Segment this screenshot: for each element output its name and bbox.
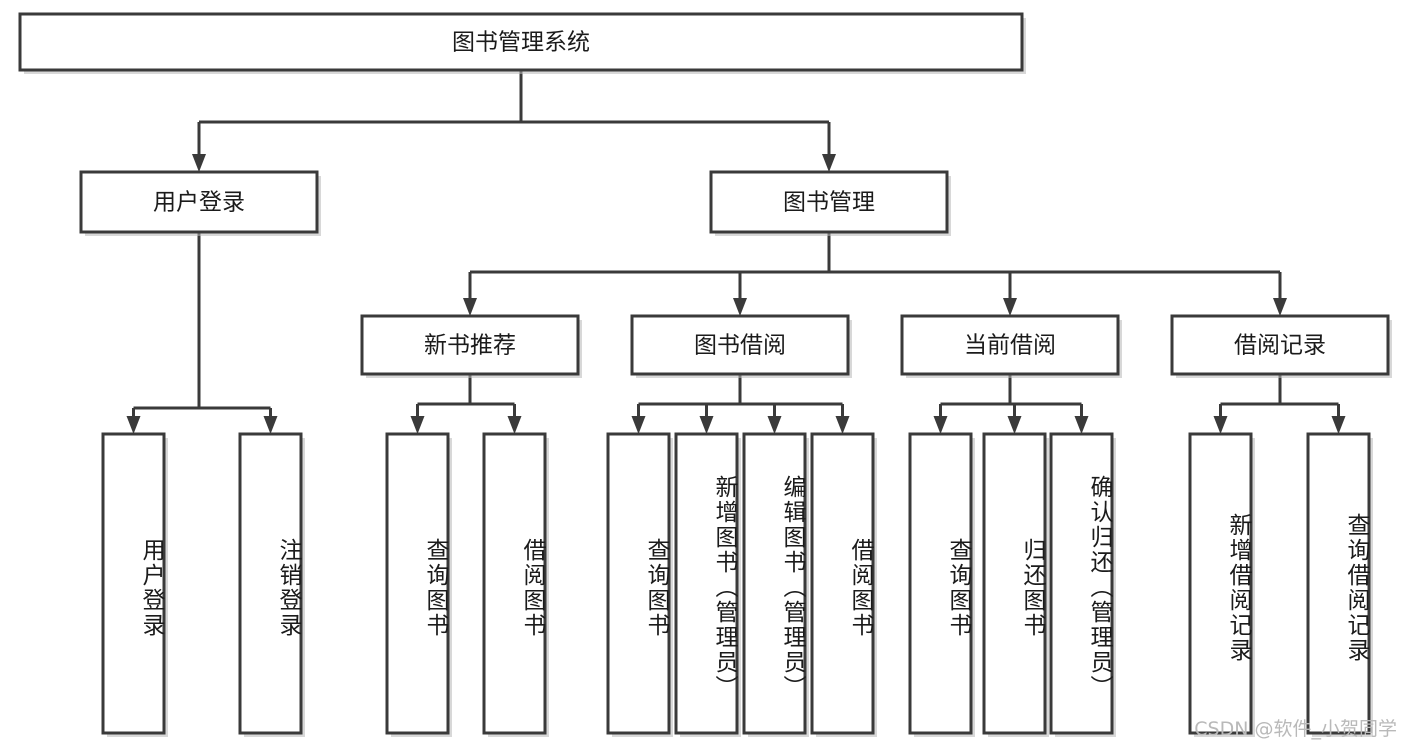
arrow-head — [1213, 416, 1228, 434]
connector-layer — [126, 70, 1346, 434]
node-box-leaf-add-book[interactable] — [674, 432, 739, 735]
arrow-head — [126, 416, 141, 434]
arrow-head — [263, 416, 278, 434]
arrow-head — [631, 416, 646, 434]
node-label-new-book-rec: 新书推荐 — [424, 333, 516, 359]
arrow-head — [699, 416, 714, 434]
node-label-book-borrow: 图书借阅 — [694, 333, 786, 359]
node-label-current-borrow: 当前借阅 — [964, 333, 1056, 359]
node-box-leaf-user-login[interactable] — [101, 432, 166, 735]
arrow-head — [463, 298, 477, 316]
watermark: CSDN @软件_小贺同学 — [1194, 718, 1397, 740]
arrow-head — [1074, 416, 1089, 434]
arrow-head — [507, 416, 522, 434]
arrow-head — [733, 298, 747, 316]
node-box-leaf-logout[interactable] — [238, 432, 303, 735]
node-label-user-login: 用户登录 — [153, 190, 245, 216]
arrow-head — [192, 154, 206, 172]
arrow-head — [1003, 298, 1017, 316]
node-box-book-borrow[interactable] — [630, 314, 850, 376]
arrow-head — [1007, 416, 1022, 434]
node-box-leaf-query-book-cb[interactable] — [908, 432, 973, 735]
node-box-borrow-record[interactable] — [1170, 314, 1390, 376]
node-box-new-book-rec[interactable] — [360, 314, 580, 376]
node-box-leaf-add-record[interactable] — [1188, 432, 1253, 735]
arrow-head — [822, 154, 836, 172]
node-label-book-manage: 图书管理 — [783, 190, 875, 216]
box-layer — [18, 12, 1392, 737]
node-label-root: 图书管理系统 — [452, 30, 590, 56]
node-box-leaf-return-book[interactable] — [982, 432, 1047, 735]
node-box-leaf-borrow-book-rec[interactable] — [482, 432, 547, 735]
arrow-head — [767, 416, 782, 434]
arrow-head — [1273, 298, 1287, 316]
node-box-leaf-query-record[interactable] — [1306, 432, 1371, 735]
arrow-head — [1331, 416, 1346, 434]
node-box-book-manage[interactable] — [709, 170, 949, 234]
node-box-leaf-confirm-return[interactable] — [1049, 432, 1114, 735]
arrow-head — [410, 416, 425, 434]
node-box-user-login[interactable] — [79, 170, 319, 234]
node-box-root[interactable] — [18, 12, 1024, 72]
node-box-leaf-edit-book[interactable] — [742, 432, 807, 735]
node-box-leaf-query-book-bw[interactable] — [606, 432, 671, 735]
node-label-borrow-record: 借阅记录 — [1234, 333, 1326, 359]
node-box-leaf-query-book-rec[interactable] — [385, 432, 450, 735]
arrow-head — [933, 416, 948, 434]
node-box-current-borrow[interactable] — [900, 314, 1120, 376]
node-box-leaf-borrow-book-bw[interactable] — [810, 432, 875, 735]
arrow-head — [835, 416, 850, 434]
